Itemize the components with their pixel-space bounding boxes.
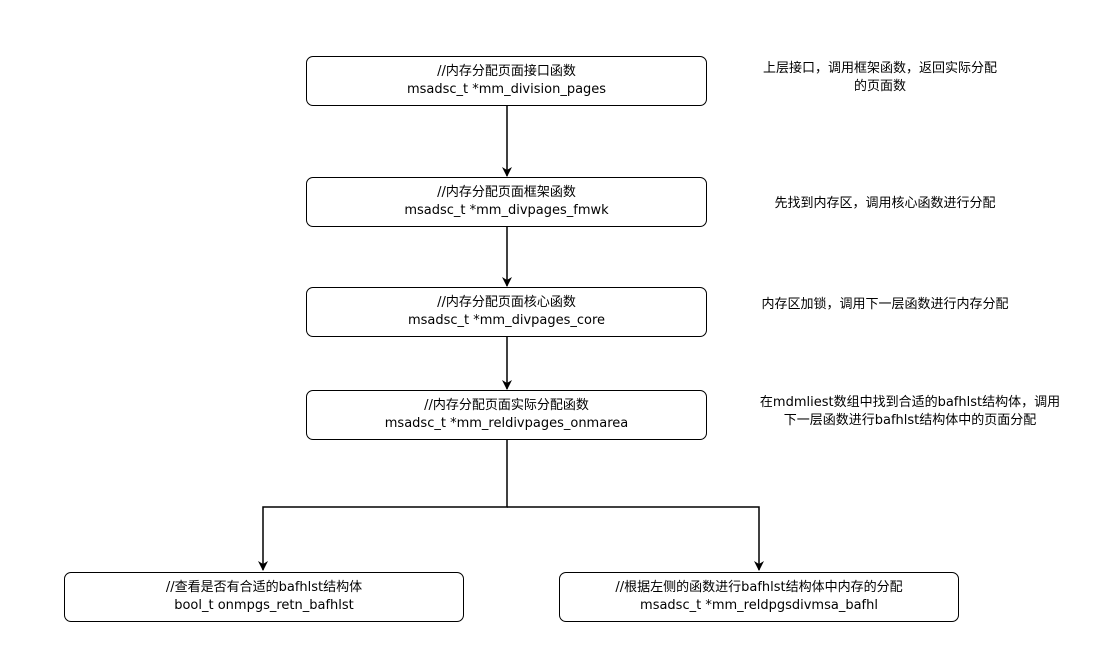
node-signature: msadsc_t *mm_reldpgsdivmsa_bafhl <box>640 598 878 613</box>
node-title: //根据左侧的函数进行bafhlst结构体中内存的分配 <box>615 580 903 595</box>
note-line: 上层接口，调用框架函数，返回实际分配 <box>762 61 997 76</box>
node-signature: msadsc_t *mm_division_pages <box>406 82 607 97</box>
node-check-bafhlst-function[interactable]: //查看是否有合适的bafhlst结构体 bool_t onmpgs_retn_… <box>64 572 464 622</box>
note-framework: 先找到内存区，调用核心函数进行分配 <box>740 195 1030 213</box>
note-line: 内存区加锁，调用下一层函数进行内存分配 <box>761 297 1009 312</box>
node-title: //内存分配页面接口函数 <box>437 64 576 79</box>
arrow-actual-to-check <box>258 440 508 571</box>
node-actual-allocation-function[interactable]: //内存分配页面实际分配函数 msadsc_t *mm_reldivpages_… <box>306 390 707 440</box>
node-core-function[interactable]: //内存分配页面核心函数 msadsc_t *mm_divpages_core <box>306 287 707 337</box>
node-interface-function[interactable]: //内存分配页面接口函数 msadsc_t *mm_division_pages <box>306 56 707 106</box>
node-signature: bool_t onmpgs_retn_bafhlst <box>174 598 354 613</box>
node-title: //内存分配页面实际分配函数 <box>424 398 589 413</box>
note-actual-allocation: 在mdmliest数组中找到合适的bafhlst结构体，调用 下一层函数进行ba… <box>735 394 1085 430</box>
node-signature: msadsc_t *mm_reldivpages_onmarea <box>384 416 629 431</box>
node-title: //查看是否有合适的bafhlst结构体 <box>165 580 363 595</box>
node-framework-function[interactable]: //内存分配页面框架函数 msadsc_t *mm_divpages_fmwk <box>306 177 707 227</box>
note-line: 在mdmliest数组中找到合适的bafhlst结构体，调用 <box>759 395 1061 410</box>
note-core: 内存区加锁，调用下一层函数进行内存分配 <box>730 296 1040 314</box>
node-bafhlst-allocate-function[interactable]: //根据左侧的函数进行bafhlst结构体中内存的分配 msadsc_t *mm… <box>559 572 959 622</box>
arrow-actual-to-allocate <box>507 506 764 571</box>
node-title: //内存分配页面框架函数 <box>437 185 576 200</box>
note-line: 先找到内存区，调用核心函数进行分配 <box>774 196 996 211</box>
note-line: 下一层函数进行bafhlst结构体中的页面分配 <box>783 413 1037 428</box>
node-signature: msadsc_t *mm_divpages_core <box>407 313 606 328</box>
note-interface: 上层接口，调用框架函数，返回实际分配 的页面数 <box>740 60 1020 96</box>
note-line: 的页面数 <box>853 79 906 94</box>
node-title: //内存分配页面核心函数 <box>437 295 576 310</box>
node-signature: msadsc_t *mm_divpages_fmwk <box>404 203 609 218</box>
